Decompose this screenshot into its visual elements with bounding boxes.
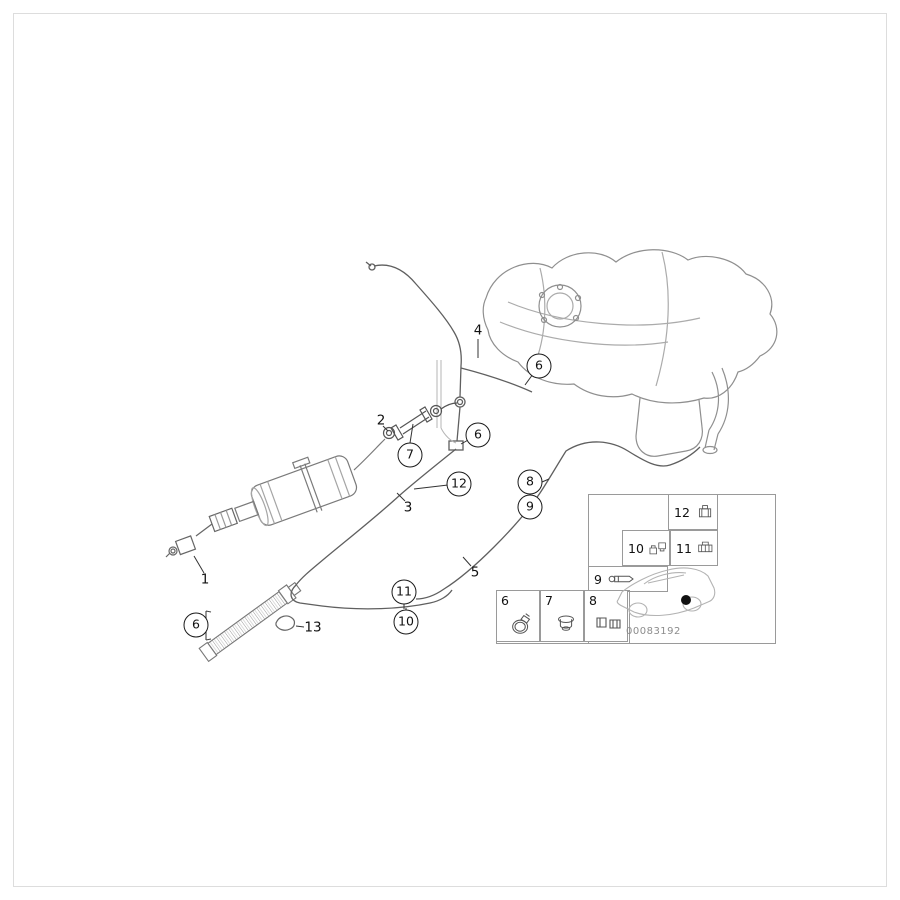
vent-pipe (365, 261, 533, 451)
callout-3: 3 (403, 499, 413, 516)
braided-hose (198, 581, 302, 663)
callout-circle-12: 12 (446, 471, 472, 497)
fuel-filter (234, 438, 386, 527)
legend-cell-7: 7 (540, 590, 584, 642)
fuel-hose (382, 402, 458, 441)
callout-circle-7: 7 (397, 442, 423, 468)
legend-cell-8: 8 (584, 590, 628, 642)
fuel-tank (482, 249, 778, 457)
legend-label-11: 11 (676, 540, 692, 556)
grommet-icon (558, 615, 574, 631)
fuel-pipe-front (290, 448, 457, 610)
leader-lines (193, 339, 550, 628)
legend-label-7: 7 (545, 593, 553, 608)
legend-label-12: 12 (674, 504, 690, 520)
hard-line-detail (436, 360, 457, 444)
callout-13: 13 (304, 619, 322, 636)
callout-circle-6c: 6 (183, 612, 209, 638)
hose-clamp-icon (512, 613, 531, 634)
image-number: 00083192 (626, 626, 681, 637)
legend-cell-12: 12 (668, 494, 718, 530)
fuel-pipe-rear (415, 441, 701, 600)
legend-label-9: 9 (594, 571, 602, 587)
callout-5: 5 (470, 564, 480, 581)
quick-connector-icon (649, 542, 666, 555)
callout-circle-9: 9 (517, 494, 543, 520)
legend-label-8: 8 (589, 593, 597, 608)
callout-circle-6: 6 (526, 353, 552, 379)
car-locator (616, 567, 716, 618)
callout-circle-6b: 6 (465, 422, 491, 448)
callout-2: 2 (376, 412, 386, 429)
callout-4: 4 (473, 322, 483, 339)
formed-hose (275, 615, 296, 631)
line-clip-icon (698, 541, 713, 553)
page-border (13, 13, 887, 887)
legend-cell-11: 11 (670, 530, 718, 566)
legend-label-6: 6 (501, 593, 509, 608)
callout-1: 1 (200, 571, 210, 588)
legend-cell-6: 6 (496, 590, 540, 642)
callout-circle-10: 10 (393, 609, 419, 635)
location-dot (681, 595, 691, 605)
legend-cell-10: 10 (622, 530, 670, 566)
callout-circle-11: 11 (391, 579, 417, 605)
supply-line-fittings (165, 507, 239, 558)
pipe-clip-icon (698, 505, 712, 518)
holder-bracket-icon (608, 575, 634, 583)
callout-circle-8: 8 (517, 469, 543, 495)
double-clip-icon (596, 617, 621, 629)
legend-label-10: 10 (628, 540, 644, 556)
